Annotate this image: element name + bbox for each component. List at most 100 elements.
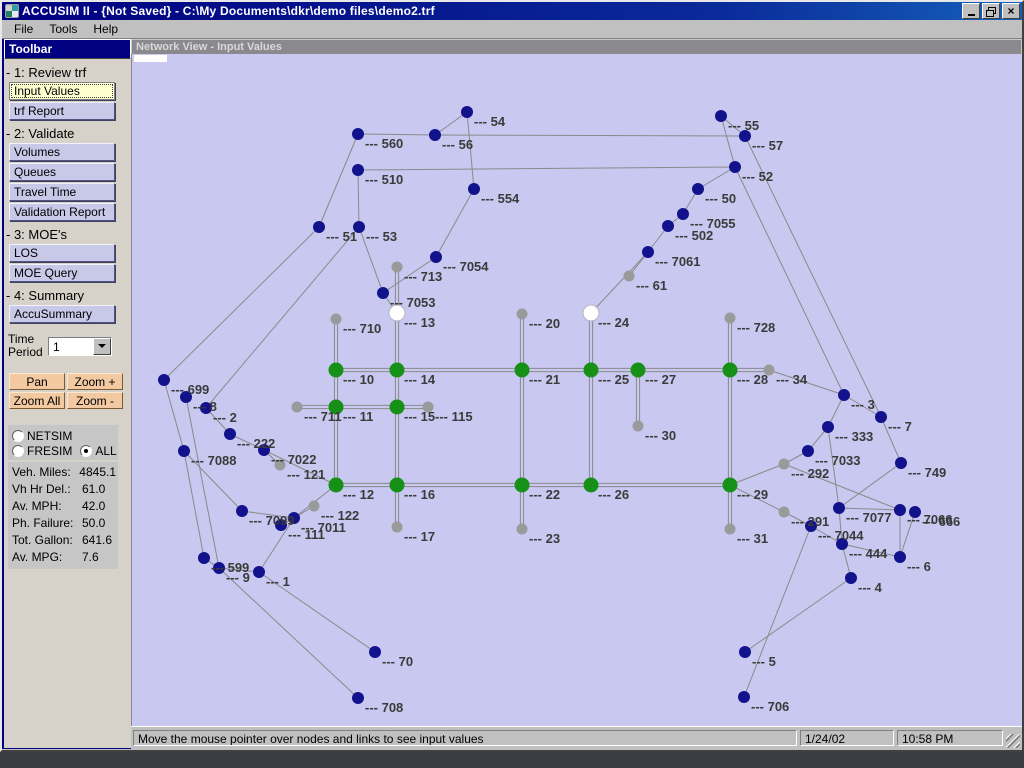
node-61[interactable] <box>623 270 635 282</box>
node-7[interactable] <box>875 411 887 423</box>
node-50[interactable] <box>692 183 704 195</box>
menu-tools[interactable]: Tools <box>49 22 78 36</box>
node-27[interactable] <box>630 362 646 378</box>
node-291[interactable] <box>778 506 790 518</box>
node-111[interactable] <box>275 519 287 531</box>
toolbar-button-queues[interactable]: Queues <box>9 163 115 181</box>
toolbar-button-accusummary[interactable]: AccuSummary <box>9 305 115 323</box>
node-7066[interactable] <box>894 504 906 516</box>
node-24[interactable] <box>582 304 600 322</box>
toolbar-button-validation-report[interactable]: Validation Report <box>9 203 115 221</box>
radio-icon-fresim[interactable] <box>12 445 24 457</box>
node-25[interactable] <box>583 362 599 378</box>
minimize-button[interactable] <box>962 3 980 19</box>
node-710[interactable] <box>330 313 342 325</box>
toolbar-button-trf-report[interactable]: trf Report <box>9 102 115 120</box>
node-26[interactable] <box>583 477 599 493</box>
node-554[interactable] <box>468 183 480 195</box>
node-708[interactable] <box>352 692 364 704</box>
node-10[interactable] <box>328 362 344 378</box>
node-21[interactable] <box>514 362 530 378</box>
view-button-zoom-all[interactable]: Zoom All <box>9 392 65 409</box>
node-3[interactable] <box>838 389 850 401</box>
node-7053[interactable] <box>377 287 389 299</box>
node-115[interactable] <box>422 401 434 413</box>
toolbar-button-volumes[interactable]: Volumes <box>9 143 115 161</box>
close-button[interactable]: × <box>1002 3 1020 19</box>
node-14[interactable] <box>389 362 405 378</box>
node-16[interactable] <box>389 477 405 493</box>
node-13[interactable] <box>388 304 406 322</box>
node-699[interactable] <box>158 374 170 386</box>
node-292[interactable] <box>778 458 790 470</box>
radio-icon-netsim[interactable] <box>12 430 24 442</box>
node-666[interactable] <box>909 506 921 518</box>
chevron-down-icon[interactable] <box>93 337 111 355</box>
node-17[interactable] <box>391 521 403 533</box>
radio-option-netsim[interactable]: NETSIM <box>12 429 72 443</box>
node-57[interactable] <box>739 130 751 142</box>
node-713[interactable] <box>391 261 403 273</box>
node-34[interactable] <box>763 364 775 376</box>
node-7061[interactable] <box>642 246 654 258</box>
node-20[interactable] <box>516 308 528 320</box>
node-7099[interactable] <box>236 505 248 517</box>
node-560[interactable] <box>352 128 364 140</box>
radio-icon-all[interactable] <box>80 445 93 457</box>
node-7044[interactable] <box>805 520 817 532</box>
node-51[interactable] <box>313 221 325 233</box>
node-23[interactable] <box>516 523 528 535</box>
node-30[interactable] <box>632 420 644 432</box>
menu-help[interactable]: Help <box>93 22 119 36</box>
node-706[interactable] <box>738 691 750 703</box>
node-11[interactable] <box>328 399 344 415</box>
restore-button[interactable] <box>982 3 1000 19</box>
node-728[interactable] <box>724 312 736 324</box>
node-122[interactable] <box>308 500 320 512</box>
node-7054[interactable] <box>430 251 442 263</box>
node-121[interactable] <box>274 459 286 471</box>
toolbar-button-input-values[interactable]: Input Values <box>9 82 115 100</box>
node-56[interactable] <box>429 129 441 141</box>
node-52[interactable] <box>729 161 741 173</box>
radio-option-all[interactable]: ALL <box>80 444 117 458</box>
node-28[interactable] <box>722 362 738 378</box>
node-70[interactable] <box>369 646 381 658</box>
node-333[interactable] <box>822 421 834 433</box>
node-7077[interactable] <box>833 502 845 514</box>
node-2[interactable] <box>200 402 212 414</box>
toolbar-button-moe-query[interactable]: MOE Query <box>9 264 115 282</box>
network-canvas[interactable]: --- 54--- 55--- 560--- 56--- 57--- 510--… <box>132 54 1019 726</box>
node-22[interactable] <box>514 477 530 493</box>
node-12[interactable] <box>328 477 344 493</box>
time-period-select[interactable]: 1 <box>48 336 112 356</box>
node-6[interactable] <box>894 551 906 563</box>
node-7011[interactable] <box>288 512 300 524</box>
node-7088[interactable] <box>178 445 190 457</box>
toolbar-button-los[interactable]: LOS <box>9 244 115 262</box>
node-7055[interactable] <box>677 208 689 220</box>
view-button-zoom-[interactable]: Zoom - <box>67 392 123 409</box>
node-599[interactable] <box>198 552 210 564</box>
node-9[interactable] <box>213 562 225 574</box>
view-button-zoom-[interactable]: Zoom + <box>67 373 123 390</box>
node-5[interactable] <box>739 646 751 658</box>
node-1[interactable] <box>253 566 265 578</box>
node-53[interactable] <box>353 221 365 233</box>
node-54[interactable] <box>461 106 473 118</box>
node-15[interactable] <box>389 399 405 415</box>
toolbar-button-travel-time[interactable]: Travel Time <box>9 183 115 201</box>
node-510[interactable] <box>352 164 364 176</box>
menu-file[interactable]: File <box>14 22 34 36</box>
radio-option-fresim[interactable]: FRESIM <box>12 444 72 458</box>
node-7022[interactable] <box>258 444 270 456</box>
node-749[interactable] <box>895 457 907 469</box>
node-31[interactable] <box>724 523 736 535</box>
resize-grip[interactable] <box>1006 734 1020 748</box>
node-502[interactable] <box>662 220 674 232</box>
node-711[interactable] <box>291 401 303 413</box>
node-4[interactable] <box>845 572 857 584</box>
node-29[interactable] <box>722 477 738 493</box>
node-7033[interactable] <box>802 445 814 457</box>
node-444[interactable] <box>836 538 848 550</box>
